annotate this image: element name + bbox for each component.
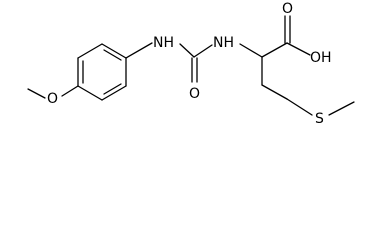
side-chain: S (239, 43, 355, 127)
benzene-ring (77, 43, 127, 101)
urea-carbonyl: O (179, 43, 213, 102)
bond-ring-nh (125, 42, 153, 59)
atom-oh-hydroxyl: OH (310, 50, 332, 66)
methoxy-group: O (27, 85, 79, 107)
atom-o-carbonyl: O (189, 86, 200, 102)
molecule-structure: O NH O NH S O OH (27, 1, 355, 127)
carboxylic-acid: O OH (261, 1, 332, 66)
atom-o-methoxy: O (47, 91, 58, 107)
atom-nh-amide: NH (213, 35, 234, 51)
atom-o-acid: O (282, 1, 293, 17)
atom-s-thioether: S (315, 111, 324, 127)
atom-nh-anilide: NH (153, 35, 174, 51)
